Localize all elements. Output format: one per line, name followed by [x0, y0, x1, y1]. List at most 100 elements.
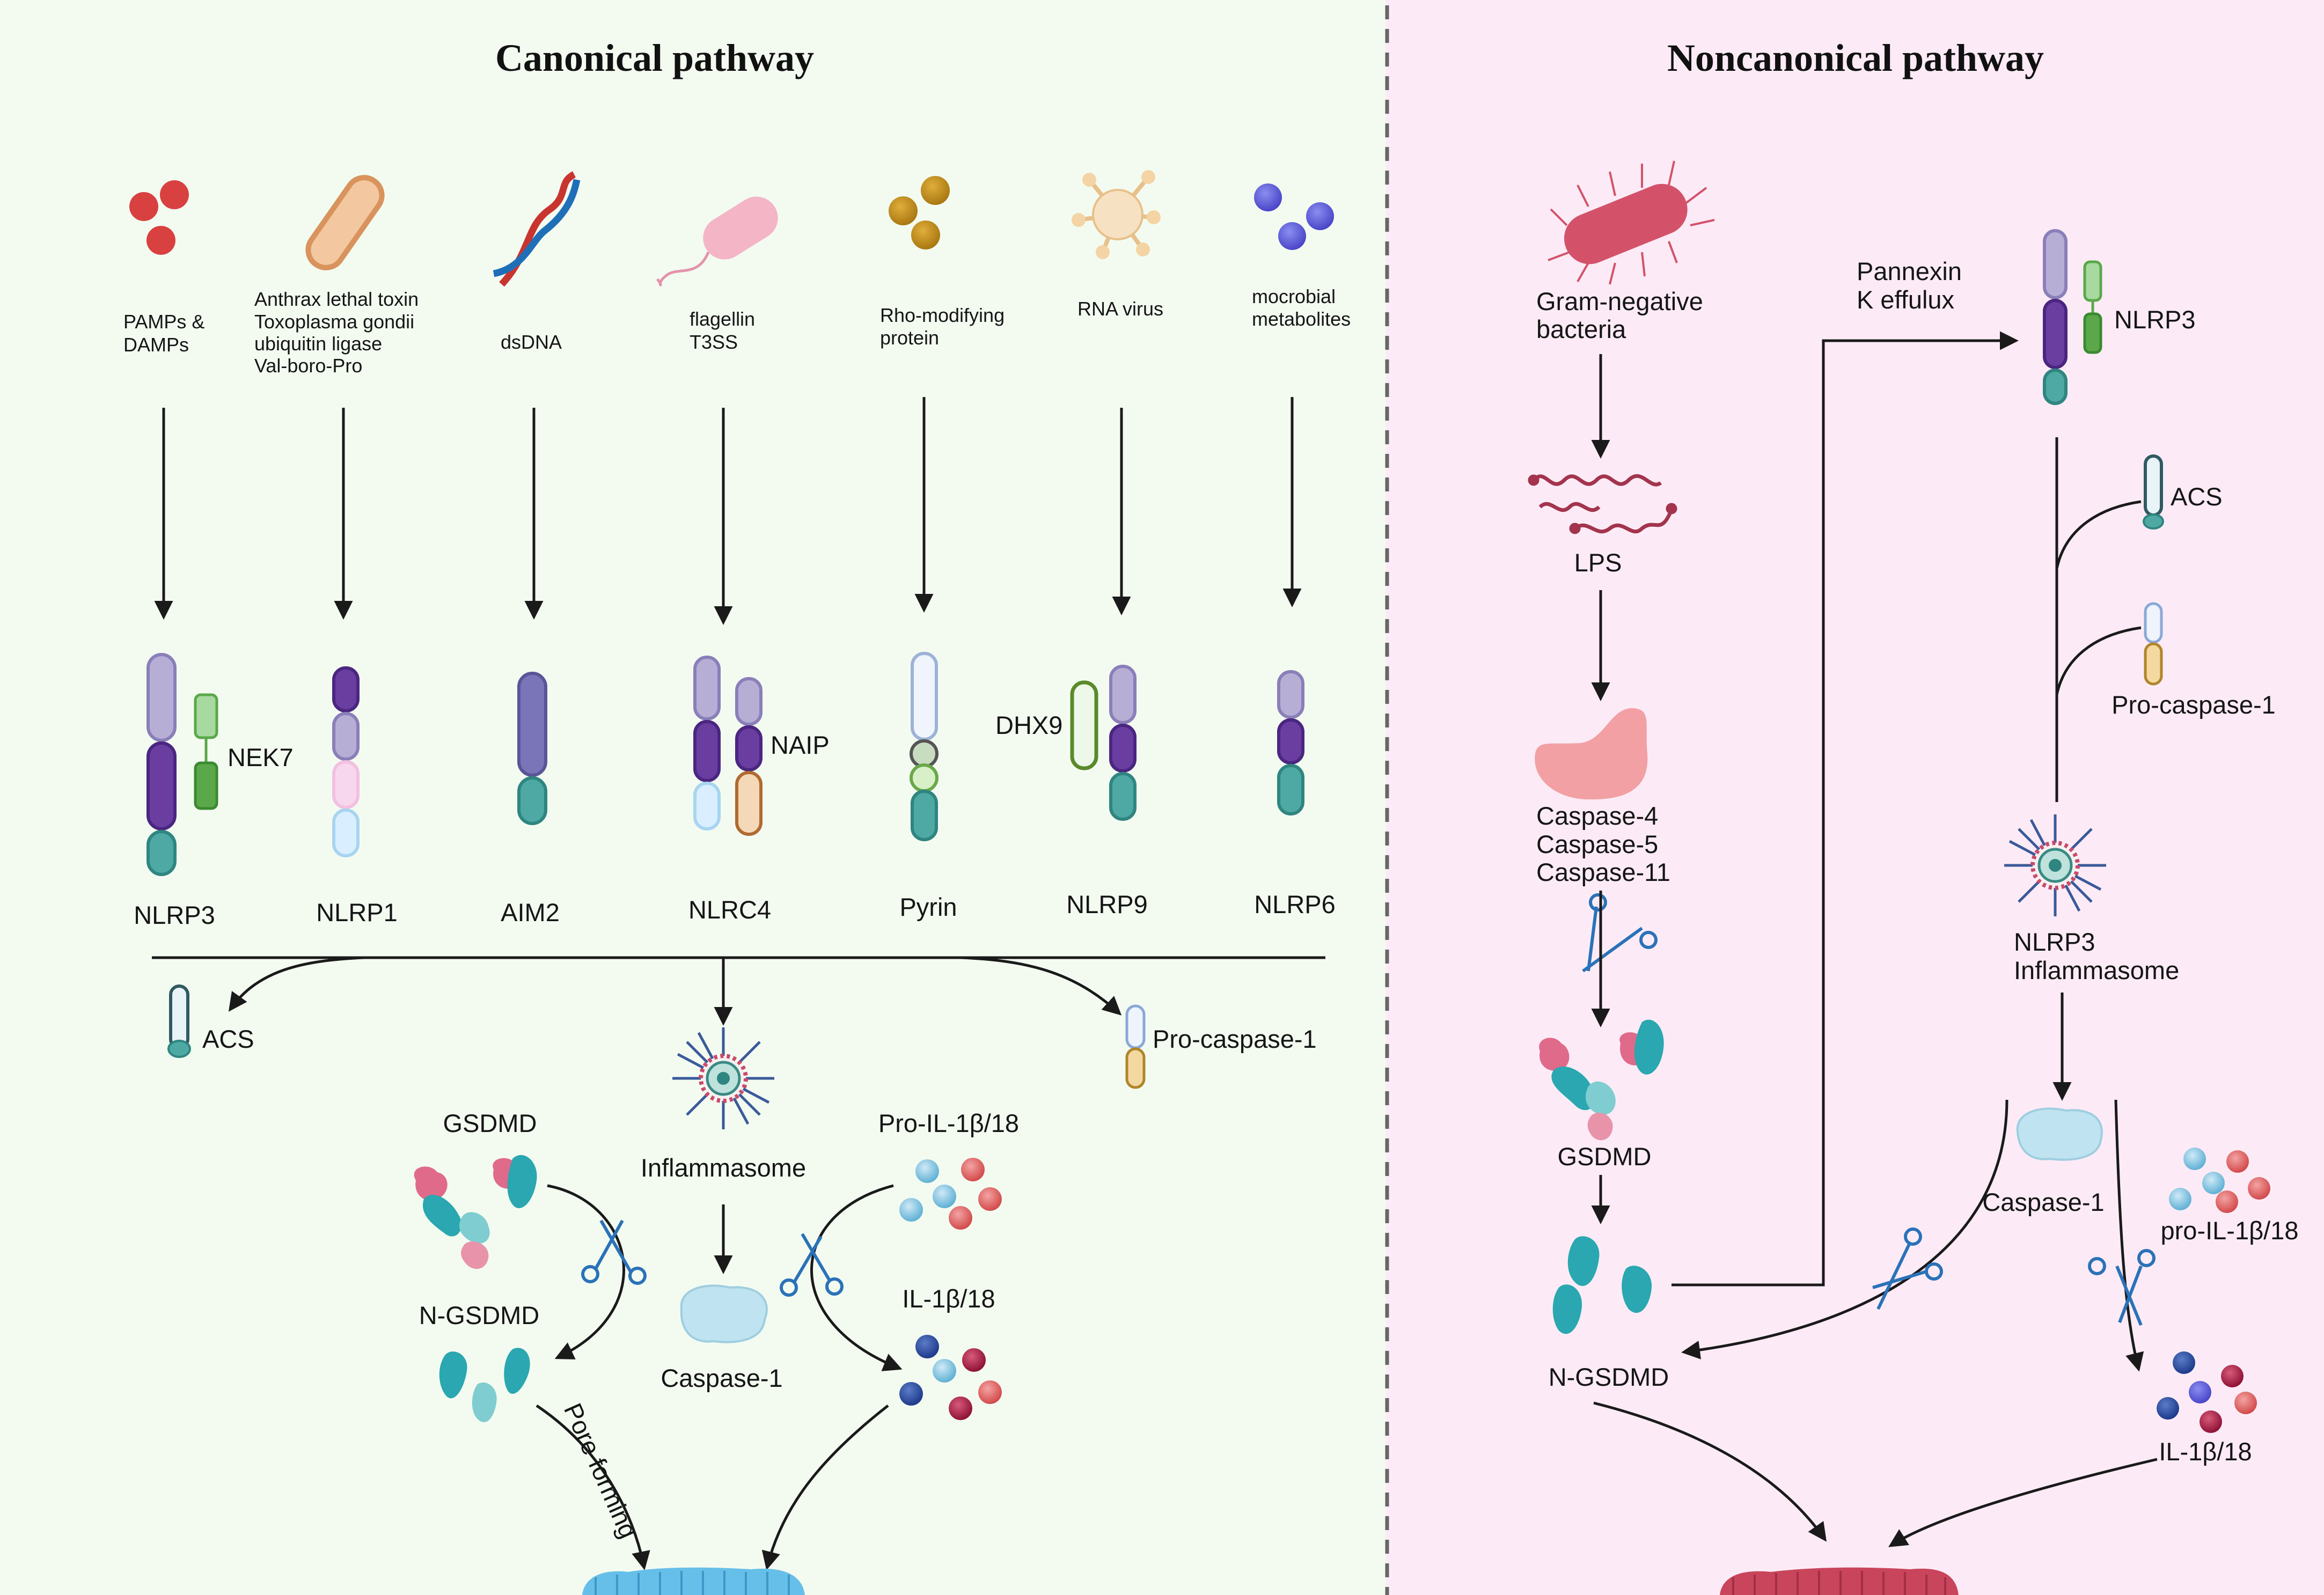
caspase-4-5-11-protein	[1535, 708, 1648, 800]
pro-caspase-1-label-noncanonical: Pro-caspase-1	[2112, 690, 2276, 719]
arrow-il-to-membrane	[761, 1405, 889, 1570]
pro-il-label: Pro-IL-1β/18	[878, 1109, 1019, 1137]
sensor-label-nlrp1: NLRP1	[316, 898, 398, 927]
stimulus-arrows	[154, 397, 1302, 625]
pro-il-label-noncanonical: pro-IL-1β/18	[2161, 1216, 2299, 1245]
arrow-k-efflux	[1671, 331, 2019, 1287]
sensor-label-nlrp6: NLRP6	[1254, 890, 1336, 918]
svg-text:Caspase-4: Caspase-4	[1536, 802, 1658, 830]
nlrp3-inflammasome-icon	[2004, 814, 2106, 916]
pro-caspase-1-protein	[1125, 1004, 1146, 1089]
arrow-caspase-1-to-il	[2114, 1099, 2144, 1372]
gram-negative-bacteria-icon	[1548, 160, 1715, 285]
cell-membrane-canonical	[582, 1567, 805, 1595]
svg-text:Anthrax lethal toxin: Anthrax lethal toxin	[254, 288, 419, 310]
sensor-label-nlrp3: NLRP3	[134, 901, 215, 929]
pyrin-sensor-protein	[910, 652, 939, 841]
stimulus-label-flagellin: flagellin T3SS	[690, 308, 755, 353]
svg-text:NLRP3: NLRP3	[2014, 928, 2095, 956]
stimulus-label-pamps: PAMPs & DAMPs	[123, 311, 204, 356]
noncanonical-title: Noncanonical pathway	[1667, 36, 2044, 79]
svg-text:flagellin: flagellin	[690, 308, 755, 330]
nlrp1-sensor-protein	[332, 666, 360, 857]
caspase-1-protein-noncanonical	[2016, 1107, 2103, 1161]
acs-adaptor-protein	[167, 984, 191, 1058]
nlrc4-sensor-protein	[693, 656, 721, 830]
stimulus-label-metabolites: mocrobial metabolites	[1252, 285, 1351, 330]
stimulus-label-rho: Rho-modifying protein	[880, 304, 1005, 349]
svg-text:Caspase-5: Caspase-5	[1536, 830, 1658, 858]
arrow-ngsdmd-to-membrane	[1593, 1401, 1827, 1542]
anthrax-toxin-icon	[305, 175, 385, 270]
lps-label: LPS	[1574, 548, 1622, 577]
svg-text:ubiquitin ligase: ubiquitin ligase	[254, 333, 382, 355]
svg-text:Gram-negative: Gram-negative	[1536, 287, 1703, 315]
svg-text:metabolites: metabolites	[1252, 308, 1351, 330]
inflammasome-icon	[672, 1027, 774, 1129]
svg-text:Pannexin: Pannexin	[1857, 257, 1962, 285]
svg-text:protein: protein	[880, 327, 939, 349]
scissors-icon-noncanonical-ngsdmd	[1872, 1228, 1943, 1310]
nek7-protein	[194, 693, 218, 810]
gsdmd-protein-noncanonical	[1539, 1019, 1664, 1141]
stimulus-label-dsdna: dsDNA	[501, 331, 562, 353]
svg-text:Rho-modifying: Rho-modifying	[880, 304, 1005, 326]
il-label-noncanonical: IL-1β/18	[2159, 1437, 2252, 1466]
svg-text:bacteria: bacteria	[1536, 315, 1626, 343]
svg-text:K effulux: K effulux	[1857, 285, 1954, 314]
arrow-il-to-membrane-noncanonical	[1888, 1458, 2158, 1547]
scissors-icon-gsdmd	[581, 1219, 647, 1285]
rho-protein-icon	[889, 176, 950, 249]
il-label: IL-1β/18	[902, 1284, 995, 1313]
pannexin-label: Pannexin K effulux	[1857, 257, 1962, 314]
acs-label-noncanonical: ACS	[2171, 482, 2223, 511]
arrow-pore-forming	[536, 1404, 650, 1570]
nek7-protein-noncanonical	[2083, 260, 2102, 354]
microbial-metabolites-icon	[1254, 183, 1334, 250]
svg-text:PAMPs &: PAMPs &	[123, 311, 204, 333]
sensor-label-pyrin: Pyrin	[899, 893, 957, 921]
scissors-icon-noncanonical-gsdmd	[1582, 893, 1658, 973]
svg-text:DAMPs: DAMPs	[123, 334, 189, 356]
stimulus-label-anthrax: Anthrax lethal toxin Toxoplasma gondii u…	[254, 288, 419, 377]
nlrp3-inflammasome-label: NLRP3 Inflammasome	[2014, 928, 2179, 984]
pamps-icon	[129, 180, 189, 255]
arrow-to-pro-caspase	[960, 956, 1122, 1016]
svg-text:RNA virus: RNA virus	[1077, 298, 1163, 320]
pro-il-particles-noncanonical	[2169, 1148, 2270, 1213]
dhx9-protein	[1070, 680, 1098, 770]
dhx9-label: DHX9	[995, 711, 1062, 739]
acs-join-curve	[2055, 500, 2142, 569]
lps-icon	[1528, 474, 1677, 534]
pro-caspase-join-curve	[2055, 626, 2142, 695]
nlrp3-label-noncanonical: NLRP3	[2114, 305, 2196, 334]
caspase-1-protein	[680, 1284, 768, 1343]
nlrp6-sensor-protein	[1277, 670, 1304, 815]
svg-text:Val-boro-Pro: Val-boro-Pro	[254, 355, 362, 377]
rna-virus-icon	[1072, 170, 1161, 259]
arrow-to-acs	[228, 956, 365, 1012]
nek7-label: NEK7	[228, 743, 294, 771]
gsdmd-protein	[414, 1155, 537, 1269]
nlrp9-sensor-protein	[1109, 665, 1137, 821]
sensor-label-nlrc4: NLRC4	[688, 895, 771, 924]
flagellin-bacterium-icon	[656, 196, 778, 286]
n-gsdmd-label: N-GSDMD	[419, 1301, 540, 1329]
noncanonical-panel	[1385, 0, 2324, 1595]
nlrp3-protein-noncanonical	[2043, 229, 2068, 405]
cell-membrane-noncanonical	[1720, 1567, 1959, 1595]
il-particles-noncanonical	[2157, 1351, 2257, 1433]
svg-text:Toxoplasma gondii: Toxoplasma gondii	[254, 311, 414, 333]
gsdmd-label-noncanonical: GSDMD	[1558, 1142, 1652, 1171]
sensor-label-aim2: AIM2	[501, 898, 560, 927]
n-gsdmd-label-noncanonical: N-GSDMD	[1549, 1363, 1669, 1391]
nlrp3-sensor-protein	[146, 653, 177, 876]
svg-text:mocrobial: mocrobial	[1252, 285, 1336, 307]
naip-label: NAIP	[771, 731, 830, 759]
arrow-pro-il-to-il	[810, 1184, 903, 1371]
caspase-1-label-noncanonical: Caspase-1	[1982, 1188, 2104, 1216]
bacteria-label: Gram-negative bacteria	[1536, 287, 1703, 343]
acs-label: ACS	[202, 1025, 254, 1053]
sensor-label-nlrp9: NLRP9	[1066, 890, 1148, 918]
